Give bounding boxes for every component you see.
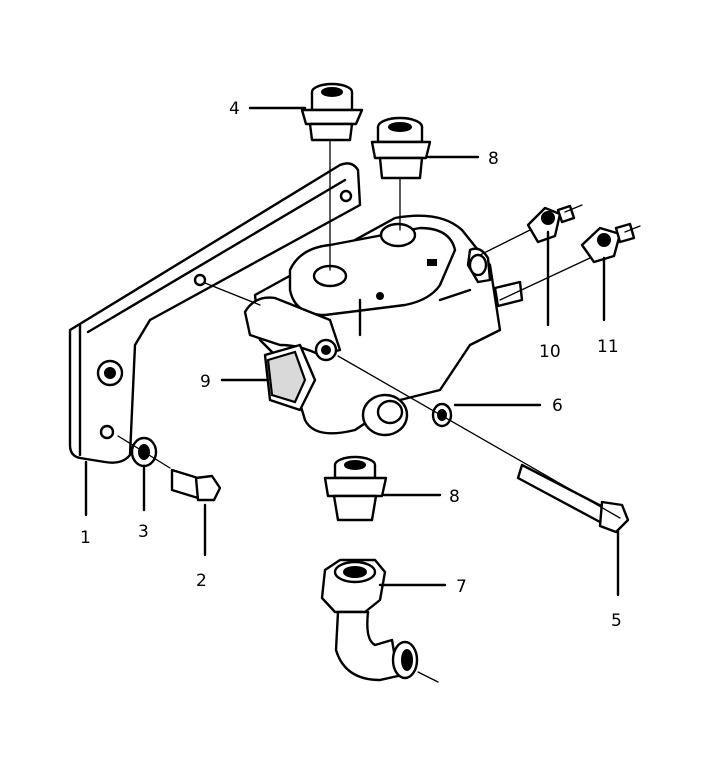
- leader-lines: [84, 106, 620, 597]
- callout-3: 3: [138, 522, 149, 542]
- callout-8-top: 8: [488, 149, 499, 169]
- fitting-small-10: [526, 204, 576, 244]
- fitting-top-left: [300, 82, 364, 142]
- fitting-bottom: [323, 455, 388, 522]
- elbow-fitting: [320, 558, 419, 682]
- callout-11: 11: [597, 337, 619, 357]
- bolt-long: [516, 463, 630, 534]
- callout-4: 4: [229, 99, 240, 119]
- callout-7: 7: [456, 577, 467, 597]
- callout-5: 5: [611, 611, 622, 631]
- callout-8-bottom: 8: [449, 487, 460, 507]
- callout-2: 2: [196, 571, 207, 591]
- bolt-short: [170, 468, 222, 502]
- callout-1: 1: [80, 528, 91, 548]
- callout-6: 6: [552, 396, 563, 416]
- callout-9: 9: [200, 372, 211, 392]
- axis-lines: [117, 139, 641, 683]
- fitting-top-right: [370, 116, 432, 180]
- callout-numbers: 1 2 3 4 5 6 7 8 8 9 10 11: [80, 99, 622, 631]
- fitting-small-11: [580, 222, 636, 264]
- valve-body: [243, 214, 524, 437]
- bracket-plate: [68, 162, 362, 464]
- callout-10: 10: [539, 342, 561, 362]
